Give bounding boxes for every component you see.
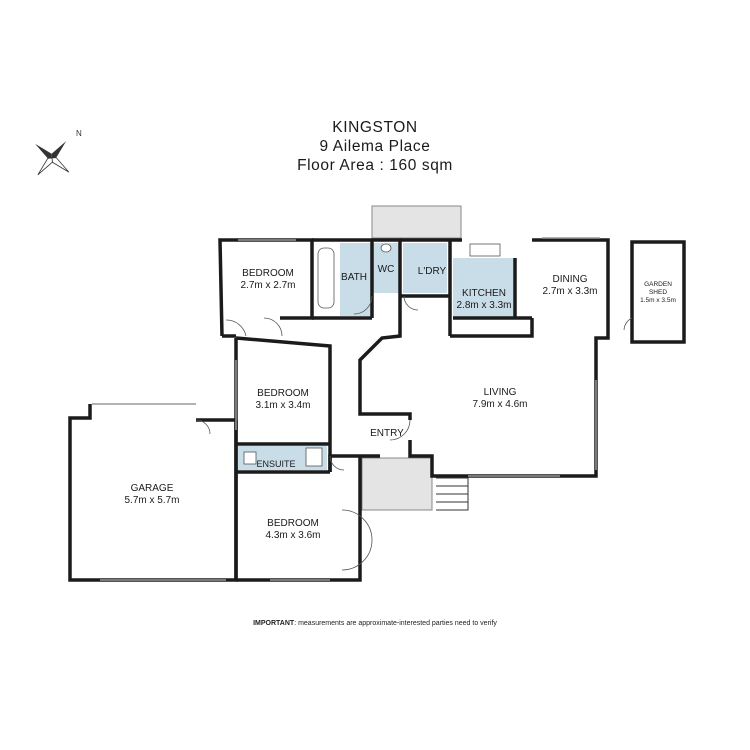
rear-deck — [371, 205, 462, 239]
bedroom2-size: 3.1m x 3.4m — [255, 400, 310, 411]
shed-label-2: SHED — [649, 289, 667, 296]
laundry-floor — [403, 243, 447, 293]
floor-area: Floor Area : 160 sqm — [297, 157, 453, 174]
garage-label: GARAGE — [131, 483, 174, 494]
living-size: 7.9m x 4.6m — [472, 399, 527, 410]
ensuite-basin — [243, 451, 257, 465]
bedroom2-label: BEDROOM — [257, 388, 309, 399]
front-porch — [361, 457, 433, 511]
dining-size: 2.7m x 3.3m — [542, 286, 597, 297]
kitchen-size: 2.8m x 3.3m — [456, 300, 511, 311]
shed-size: 1.5m x 3.5m — [640, 297, 676, 304]
compass-north-label: N — [76, 129, 82, 138]
walls — [68, 238, 686, 582]
bedroom1-size: 2.7m x 2.7m — [240, 280, 295, 291]
shed-label-1: GARDEN — [644, 281, 672, 288]
fixtures — [243, 243, 501, 467]
ensuite-label: ENSUITE — [256, 459, 295, 469]
address: 9 Ailema Place — [319, 138, 431, 155]
kitchen-label: KITCHEN — [462, 288, 506, 299]
title-block: KINGSTON 9 Ailema Place Floor Area : 160… — [0, 118, 750, 175]
room-labels: BEDROOM 2.7m x 2.7m BATH WC L'DRY KITCHE… — [124, 264, 675, 541]
bathtub — [317, 247, 335, 309]
garage-size: 5.7m x 5.7m — [124, 495, 179, 506]
bedroom1-label: BEDROOM — [242, 268, 294, 279]
ensuite-shower — [305, 447, 323, 467]
living-label: LIVING — [484, 387, 517, 398]
entry-label: ENTRY — [370, 428, 404, 439]
bedroom3-label: BEDROOM — [267, 518, 319, 529]
doors — [195, 295, 633, 571]
laundry-label: L'DRY — [418, 266, 447, 277]
bath-label: BATH — [341, 272, 367, 283]
kitchen-floor — [453, 258, 515, 318]
wc-label: WC — [378, 264, 395, 275]
front-steps — [436, 477, 469, 511]
disclaimer-text: : measurements are approximate-intereste… — [294, 620, 497, 627]
page-title: KINGSTON — [332, 119, 418, 136]
compass-icon — [35, 141, 70, 176]
disclaimer-lead: IMPORTANT — [253, 620, 295, 627]
windows — [92, 237, 600, 581]
dining-label: DINING — [553, 274, 588, 285]
wc-toilet — [380, 243, 392, 253]
bath-floor — [340, 243, 371, 316]
kitchen-bench — [469, 243, 501, 257]
disclaimer: IMPORTANT: measurements are approximate-… — [0, 620, 750, 627]
bedroom3-size: 4.3m x 3.6m — [265, 530, 320, 541]
